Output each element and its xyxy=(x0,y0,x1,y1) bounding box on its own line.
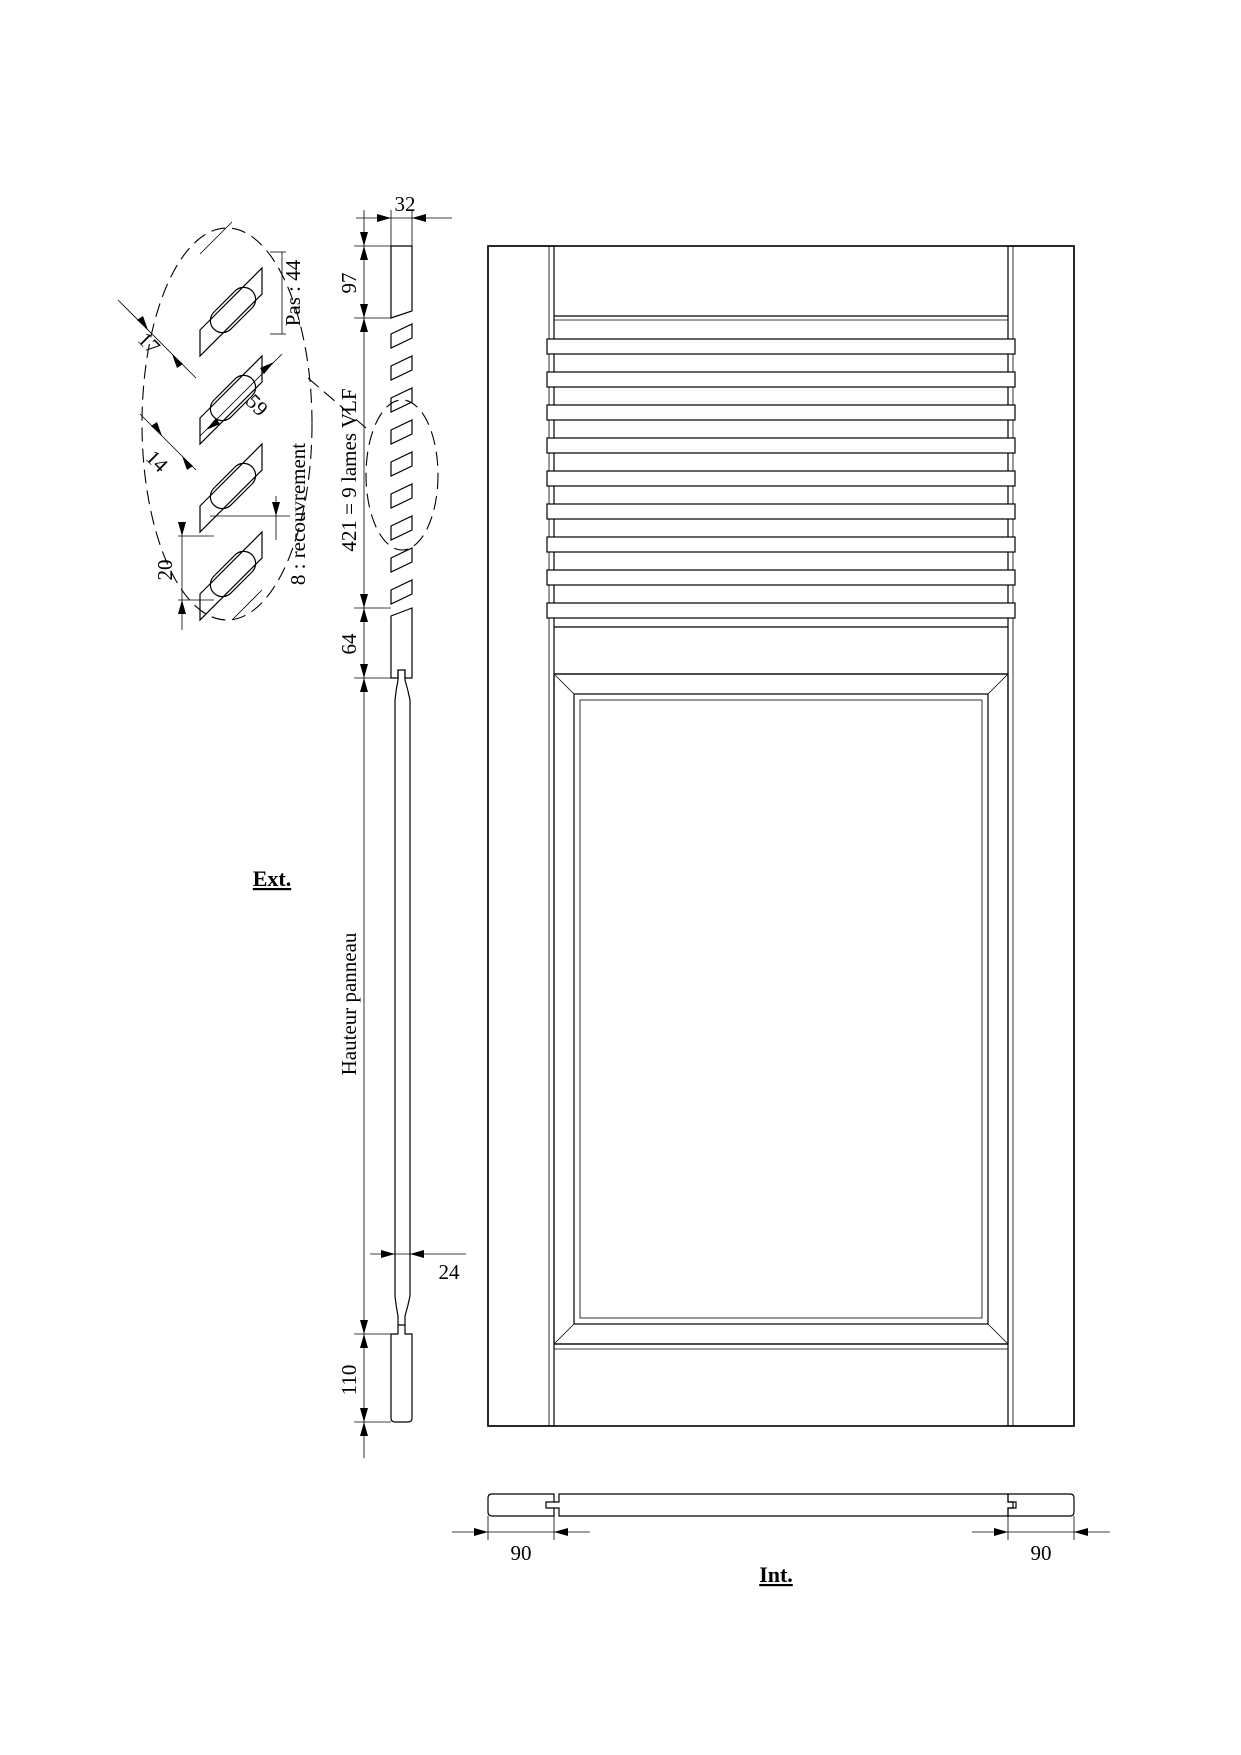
horizontal-section: 90 90 xyxy=(452,1493,1110,1565)
dim-stile-left: 90 xyxy=(511,1541,532,1565)
front-elevation xyxy=(487,245,1075,1427)
slat-section xyxy=(390,451,413,477)
louver-slat xyxy=(546,536,1016,553)
slat-section xyxy=(390,323,413,349)
slat-section xyxy=(390,579,413,605)
bottom-rail-section xyxy=(390,1324,413,1423)
louver-slat xyxy=(546,338,1016,355)
right-stile-section xyxy=(1007,1493,1075,1517)
slat-sections xyxy=(390,323,413,605)
detail-slat-width: 59 xyxy=(241,389,273,421)
detail-overlap: 8 : recouvrement xyxy=(286,443,310,585)
section-dimensions: 97 421 = 9 lames VLF 64 Hauteur panneau … xyxy=(337,192,466,1458)
detail-slats xyxy=(199,221,263,622)
detail-dim-14: 14 xyxy=(141,445,173,477)
vertical-section xyxy=(365,245,439,1423)
detail-dim-20: 20 xyxy=(153,560,177,581)
louver-slat xyxy=(546,437,1016,454)
dim-top-rail: 97 xyxy=(337,273,361,294)
slat-section xyxy=(390,387,413,413)
dim-thickness-top: 32 xyxy=(395,192,416,216)
slat-section xyxy=(390,515,413,541)
detail-slat xyxy=(199,354,263,446)
detail-slat xyxy=(199,266,263,358)
louver-slat xyxy=(546,569,1016,586)
louver-slats xyxy=(546,338,1016,619)
dim-bottom-rail: 110 xyxy=(337,1365,361,1396)
dim-middle-rail: 64 xyxy=(337,633,361,655)
louver-slat xyxy=(546,602,1016,619)
raised-panel-outer xyxy=(553,673,1009,1345)
detail-pitch: Pas : 44 xyxy=(281,259,305,326)
detail-hatch xyxy=(199,587,233,621)
label-exterior: Ext. xyxy=(253,866,292,891)
panel-section xyxy=(394,670,411,1325)
dim-panel-thickness: 24 xyxy=(439,1260,461,1284)
middle-rail-section xyxy=(390,607,413,679)
slat-section xyxy=(390,483,413,509)
top-rail-section xyxy=(390,245,413,319)
detail-slat-thickness: 17 xyxy=(133,327,165,359)
detail-hatch xyxy=(199,221,233,255)
dim-louver-zone: 421 = 9 lames VLF xyxy=(337,388,361,551)
slat-section xyxy=(390,355,413,381)
label-interior: Int. xyxy=(759,1562,793,1587)
detail-circle xyxy=(141,227,313,621)
louver-slat xyxy=(546,371,1016,388)
dim-stile-right: 90 xyxy=(1031,1541,1052,1565)
right-stile xyxy=(1007,245,1075,1427)
louver-slat xyxy=(546,404,1016,421)
detail-slat xyxy=(199,442,263,534)
left-stile xyxy=(487,245,555,1427)
louver-slat xyxy=(546,470,1016,487)
dim-panel-height: Hauteur panneau xyxy=(337,932,361,1075)
louver-detail-view: Pas : 44 17 59 14 8 : recouvrement 20 xyxy=(117,221,367,630)
slat-section xyxy=(390,547,413,573)
left-stile-section xyxy=(487,1493,555,1517)
slat-section xyxy=(390,419,413,445)
detail-hatch xyxy=(231,589,263,621)
panel-horizontal-section xyxy=(554,1493,1014,1517)
raised-panel-inner xyxy=(573,693,989,1325)
louver-slat xyxy=(546,503,1016,520)
outer-frame xyxy=(487,245,1075,1427)
section-detail-circle xyxy=(365,399,439,551)
detail-slat xyxy=(199,530,263,622)
